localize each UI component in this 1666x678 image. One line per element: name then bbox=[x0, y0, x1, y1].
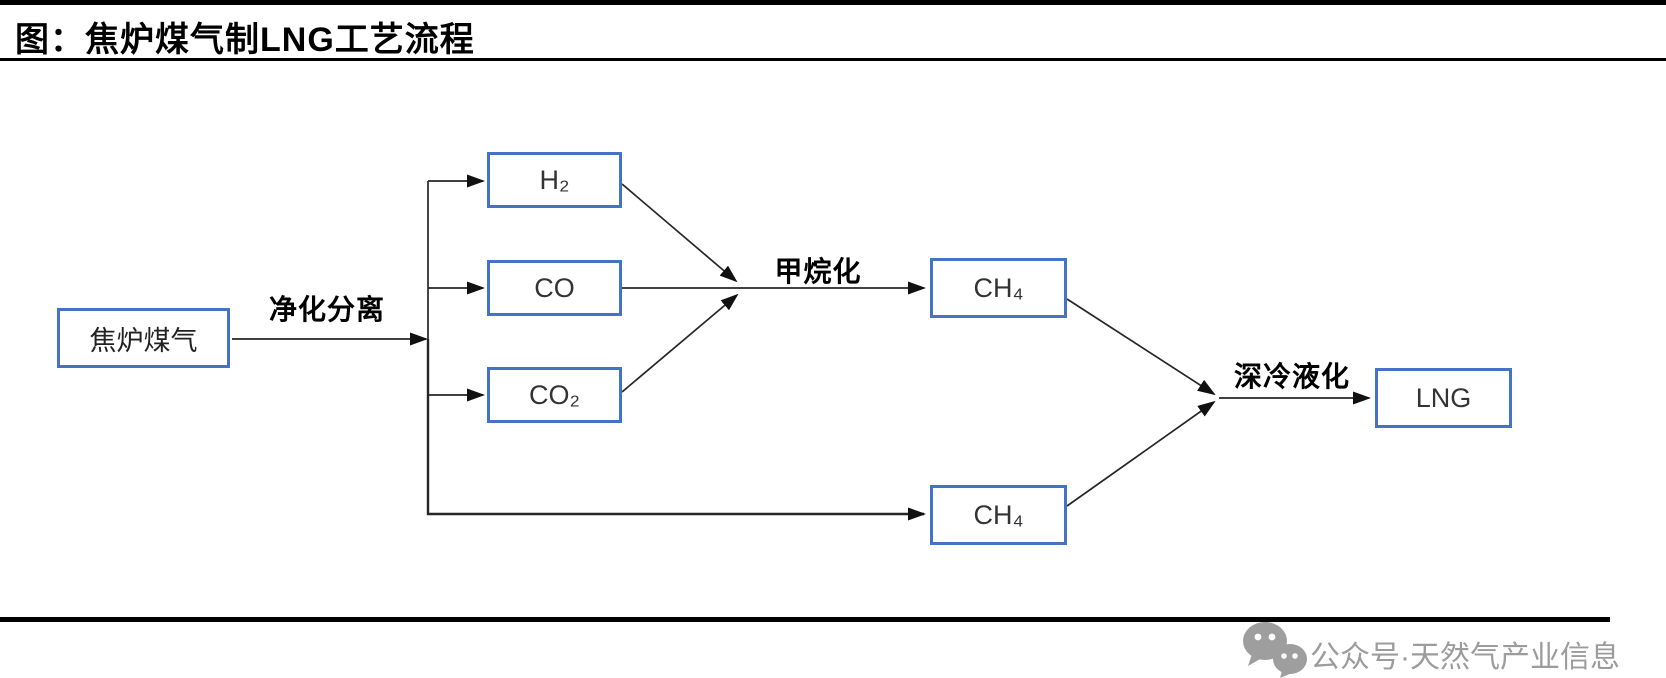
edge-label-methanation: 甲烷化 bbox=[774, 256, 862, 287]
footer-brand-text: 公众号·天然气产业信息 bbox=[1310, 641, 1620, 674]
top-rule bbox=[0, 0, 1666, 5]
node-co2: CO₂ bbox=[487, 367, 622, 423]
edge-co2-to-methanation bbox=[621, 293, 739, 393]
edge-label-cryogenic: 深冷液化 bbox=[1233, 361, 1351, 392]
node-h2: H₂ bbox=[487, 152, 622, 208]
node-ch4-separated: CH₄ bbox=[930, 485, 1067, 545]
node-co: CO bbox=[487, 260, 622, 316]
edge-ch4-bottom-to-cryo bbox=[1066, 400, 1216, 507]
title-underline bbox=[0, 58, 1666, 61]
node-ch4-methanation: CH₄ bbox=[930, 258, 1067, 318]
node-lng: LNG bbox=[1375, 368, 1512, 428]
edge-ch4-top-to-cryo bbox=[1066, 298, 1216, 396]
page-title: 图：焦炉煤气制LNG工艺流程 bbox=[15, 21, 475, 59]
node-coke-oven-gas: 焦炉煤气 bbox=[57, 308, 230, 368]
edge-h2-to-methanation bbox=[621, 183, 738, 283]
footer-rule bbox=[0, 617, 1610, 622]
wechat-icon bbox=[1243, 622, 1307, 678]
edge-label-purification: 净化分离 bbox=[268, 294, 386, 325]
edge-split-to-ch4-bottom bbox=[426, 339, 926, 521]
